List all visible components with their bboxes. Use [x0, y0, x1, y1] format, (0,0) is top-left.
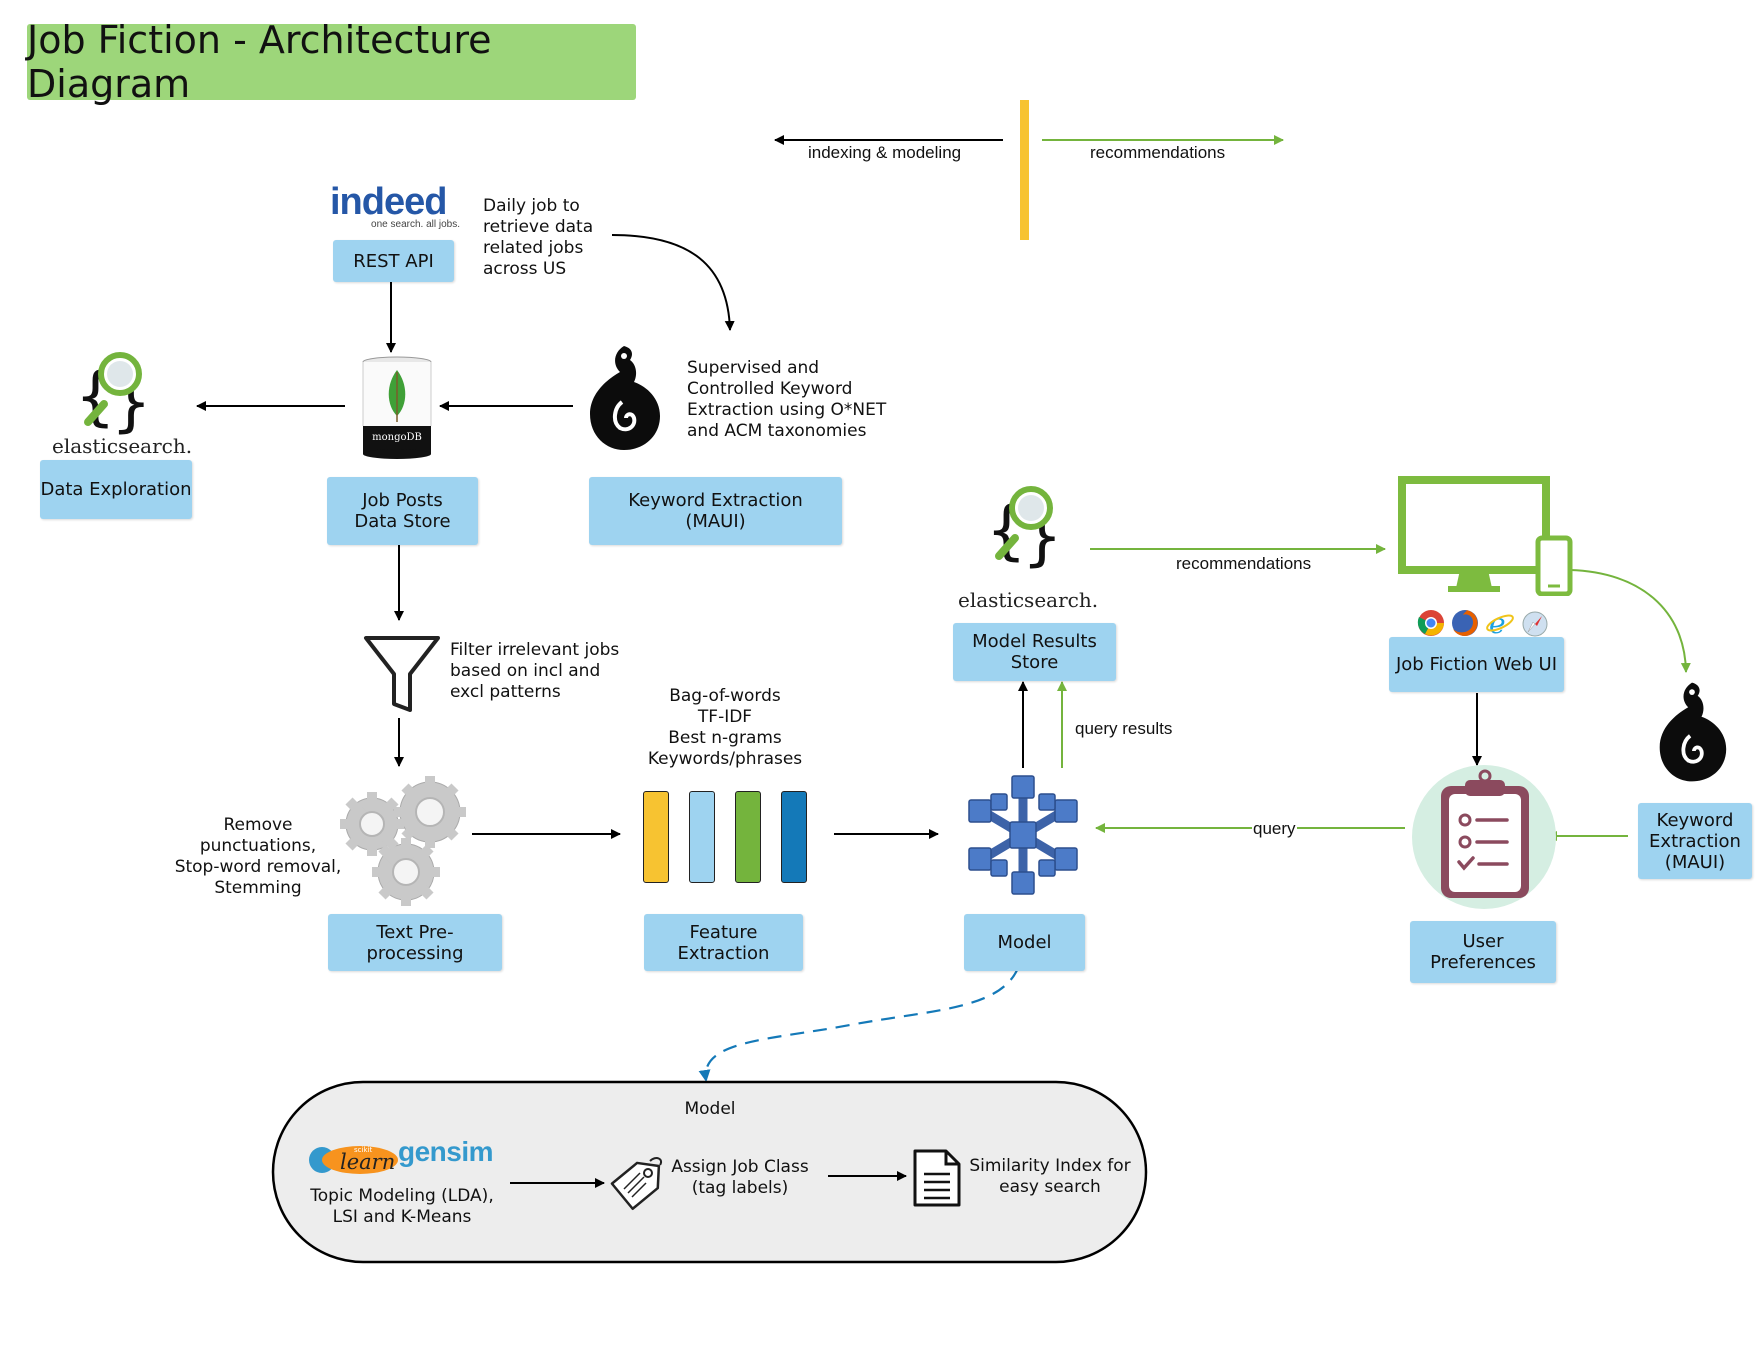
preprocessing-note: Remove punctuations, Stop-word removal, … — [174, 815, 342, 898]
assign-note: Assign Job Class (tag labels) — [671, 1157, 809, 1198]
gears-icon — [340, 776, 466, 906]
model-box: Model — [964, 914, 1085, 971]
feature-bar-3 — [735, 791, 761, 883]
feature-bars — [643, 791, 808, 883]
mongodb-label: mongoDB — [372, 432, 422, 443]
ie-icon: e — [1486, 609, 1514, 637]
model-detail-title: Model — [684, 1099, 736, 1119]
tag-icon — [610, 1157, 662, 1211]
arrow-model-to-detail — [698, 967, 1020, 1082]
arrow-daily-curve — [611, 234, 735, 331]
elasticsearch-icon-results: { } — [987, 486, 1061, 570]
maui-icon — [590, 346, 660, 450]
query-results-label: query results — [1075, 719, 1173, 738]
indeed-wordmark: indeed — [330, 181, 447, 223]
feature-bar-4 — [781, 791, 807, 883]
rest-api-box: REST API — [333, 240, 454, 282]
feature-bar-1 — [643, 791, 669, 883]
job-posts-box: Job Posts Data Store — [327, 477, 478, 545]
filter-note: Filter irrelevant jobs based on incl and… — [450, 640, 620, 702]
feature-bar-2 — [689, 791, 715, 883]
document-icon — [913, 1149, 961, 1207]
safari-icon — [1522, 611, 1548, 637]
browser-icons: e — [1417, 609, 1567, 639]
page-title: Job Fiction - Architecture Diagram — [27, 18, 636, 106]
feature-extraction-box: Feature Extraction — [644, 914, 803, 971]
web-ui-box: Job Fiction Web UI — [1389, 637, 1564, 692]
keyword-extraction-box: Keyword Extraction (MAUI) — [589, 477, 842, 545]
daily-job-note: Daily job to retrieve data related jobs … — [483, 196, 594, 279]
mongodb-icon — [362, 356, 432, 459]
right-keyword-box: Keyword Extraction (MAUI) — [1638, 803, 1752, 879]
sklearn-blobs — [309, 1146, 398, 1174]
elasticsearch-icon: { } — [76, 352, 150, 436]
maui-icon-right — [1659, 682, 1727, 782]
model-detail-container — [271, 1080, 1148, 1264]
topic-note: Topic Modeling (LDA), LSI and K-Means — [310, 1186, 494, 1227]
model-network-icon — [968, 775, 1078, 895]
firefox-icon — [1452, 610, 1478, 636]
indeed-logo: indeed one search. all jobs. — [330, 183, 460, 230]
data-exploration-box: Data Exploration — [40, 460, 192, 519]
gensim-logo: gensim — [398, 1136, 494, 1167]
model-results-box: Model Results Store — [953, 623, 1116, 681]
text-preprocessing-box: Text Pre-processing — [328, 914, 502, 971]
arrow-webui-to-keyword-curve — [1569, 569, 1691, 673]
similarity-note: Similarity Index for easy search — [969, 1156, 1131, 1197]
recommendations-label: recommendations — [1176, 554, 1312, 573]
sklearn-small: scikit — [354, 1146, 373, 1154]
indeed-tagline: one search. all jobs. — [371, 219, 460, 230]
monitor-icon — [1398, 476, 1573, 596]
legend-divider — [1020, 100, 1029, 240]
sklearn-word: learn — [340, 1150, 396, 1174]
keyword-note: Supervised and Controlled Keyword Extrac… — [687, 358, 887, 441]
sklearn-logo: scikit learn — [308, 1138, 400, 1178]
es-word-results: elasticsearch. — [958, 588, 1099, 612]
legend-right-label: recommendations — [1090, 143, 1226, 162]
chrome-icon — [1417, 610, 1444, 636]
query-label: query — [1252, 819, 1297, 839]
legend-left-label: indexing & modeling — [808, 143, 962, 162]
checklist-icon — [1412, 765, 1556, 909]
filter-icon — [364, 636, 440, 712]
features-note: Bag-of-words TF-IDF Best n-grams Keyword… — [647, 686, 803, 769]
es-word-left: elasticsearch. — [52, 434, 193, 458]
user-preferences-box: User Preferences — [1410, 921, 1556, 983]
